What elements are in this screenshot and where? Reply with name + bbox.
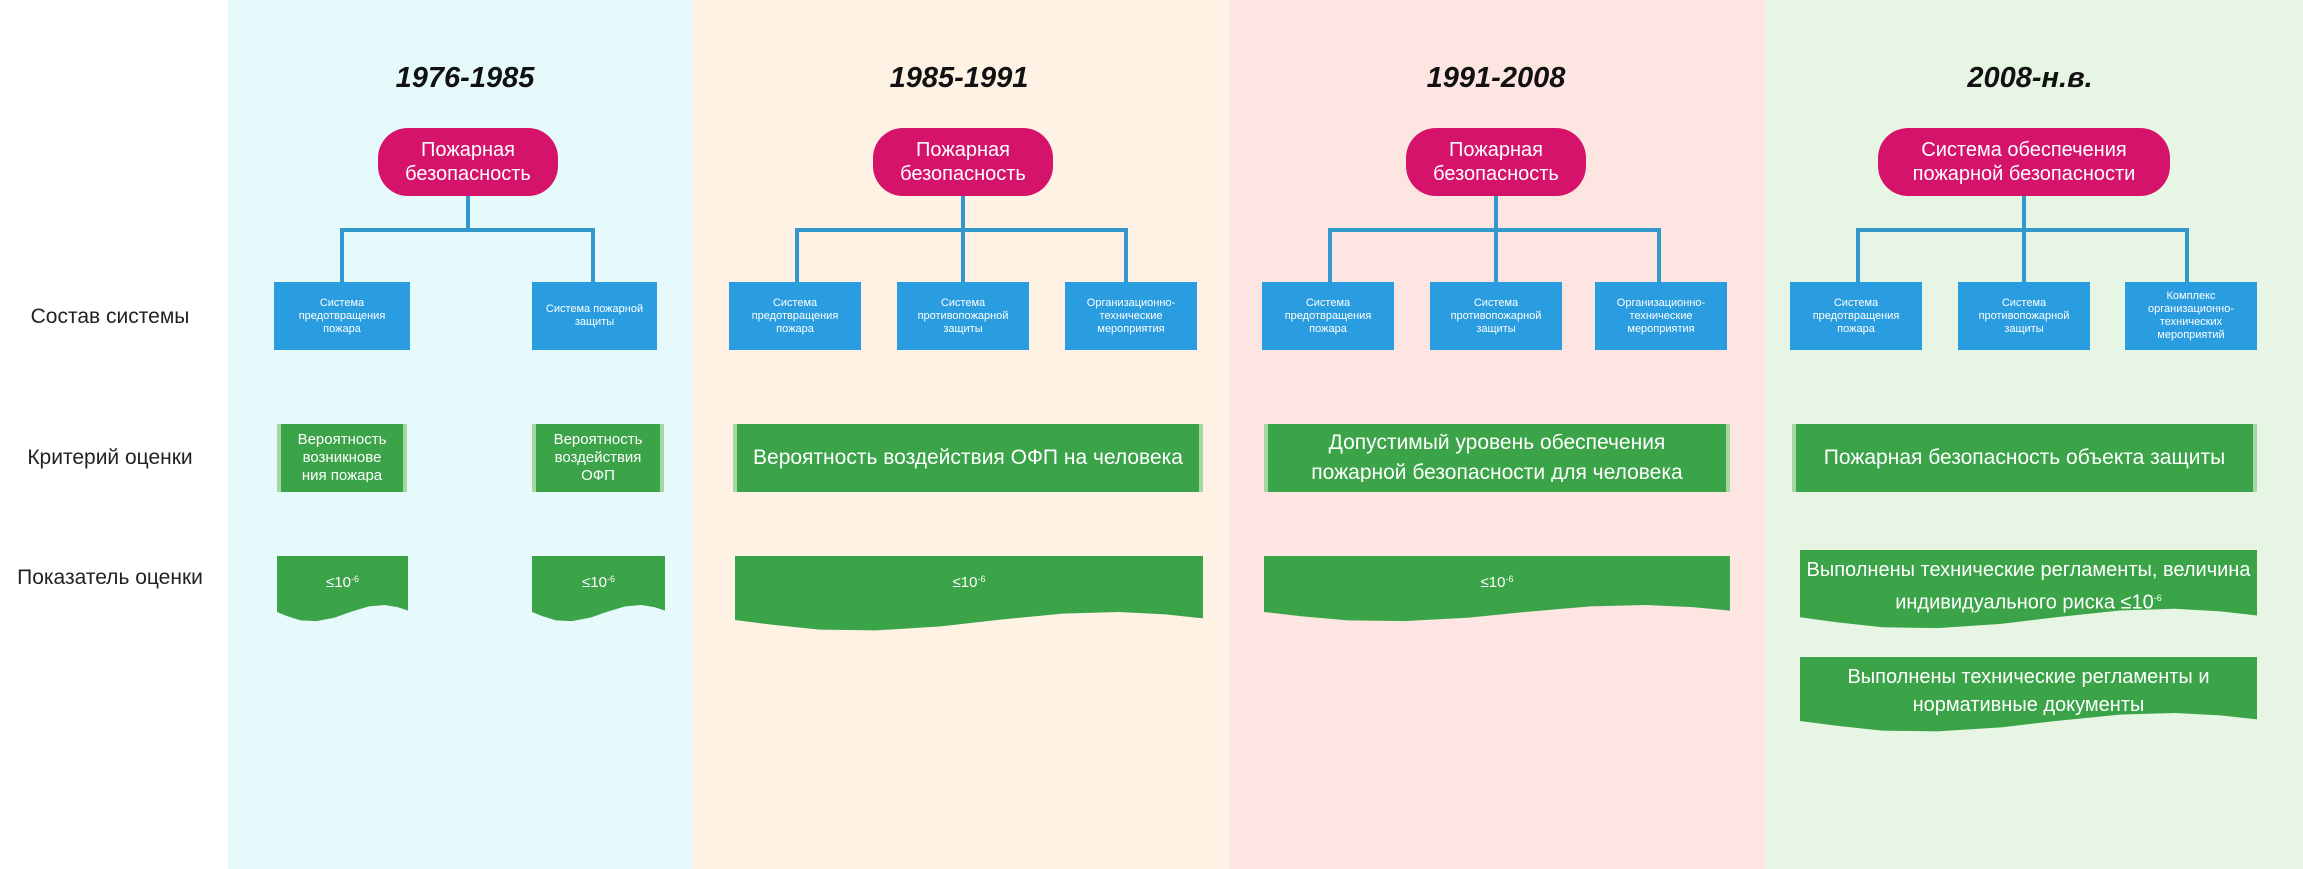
connector-line bbox=[1124, 228, 1128, 282]
indicator-exponent: -6 bbox=[2153, 593, 2162, 603]
indicator-exponent: -6 bbox=[1505, 574, 1514, 584]
indicator-text: ≤10 bbox=[326, 574, 351, 591]
connector-line bbox=[2022, 228, 2026, 282]
connector-line bbox=[1657, 228, 1661, 282]
row-label-composition: Состав системы bbox=[30, 305, 190, 328]
period-title: 1985-1991 bbox=[889, 62, 1029, 94]
criterion-box: Вероятность воздействия ОФП на человека bbox=[733, 424, 1203, 492]
criterion-box: Допустимый уровень обеспечения пожарной … bbox=[1264, 424, 1730, 492]
root-node: Пожарная безопасность bbox=[378, 128, 558, 196]
indicator-text: ≤10 bbox=[582, 574, 607, 591]
indicator-text: ≤10 bbox=[952, 574, 978, 591]
system-box: Система предотвращения пожара bbox=[729, 282, 861, 350]
system-box: Система предотвращения пожара bbox=[1262, 282, 1394, 350]
root-node: Пожарная безопасность bbox=[1406, 128, 1586, 196]
root-node: Система обеспечения пожарной безопасност… bbox=[1878, 128, 2170, 196]
connector-line bbox=[340, 228, 595, 232]
system-box: Система пожарной защиты bbox=[532, 282, 657, 350]
connector-line bbox=[961, 228, 965, 282]
indicator-exponent: -6 bbox=[350, 574, 359, 584]
connector-line bbox=[1328, 228, 1332, 282]
system-box: Система противопожарной защиты bbox=[897, 282, 1029, 350]
connector-line bbox=[2185, 228, 2189, 282]
system-box: Система противопожарной защиты bbox=[1430, 282, 1562, 350]
indicator-exponent: -6 bbox=[977, 574, 986, 584]
connector-line bbox=[1494, 228, 1498, 282]
indicator-text: ≤10 bbox=[1480, 574, 1506, 591]
indicator-text: Выполнены технические регламенты и норма… bbox=[1847, 666, 2210, 716]
connector-line bbox=[961, 196, 965, 230]
system-box: Система противопожарной защиты bbox=[1958, 282, 2090, 350]
connector-line bbox=[340, 228, 344, 282]
connector-line bbox=[795, 228, 799, 282]
row-label-indicator: Показатель оценки bbox=[17, 566, 203, 589]
root-node: Пожарная безопасность bbox=[873, 128, 1053, 196]
system-box: Комплекс организационно-технических меро… bbox=[2125, 282, 2257, 350]
connector-line bbox=[1494, 196, 1498, 230]
indicator-exponent: -6 bbox=[606, 574, 615, 584]
system-box: Организационно-технические мероприятия bbox=[1595, 282, 1727, 350]
system-box: Организационно-технические мероприятия bbox=[1065, 282, 1197, 350]
criterion-box: Пожарная безопасность объекта защиты bbox=[1792, 424, 2257, 492]
indicator-box: Выполнены технические регламенты и норма… bbox=[1800, 657, 2257, 732]
system-box: Система предотвращения пожара bbox=[1790, 282, 1922, 350]
criterion-box: Вероятность возникнове ния пожара bbox=[277, 424, 407, 492]
indicator-text: Выполнены технические регламенты, величи… bbox=[1806, 559, 2251, 614]
connector-line bbox=[1856, 228, 1860, 282]
criterion-box: Вероятность воздействия ОФП bbox=[532, 424, 664, 492]
system-box: Система предотвращения пожара bbox=[274, 282, 410, 350]
indicator-box: Выполнены технические регламенты, величи… bbox=[1800, 550, 2257, 629]
row-label-criterion: Критерий оценки bbox=[27, 446, 193, 469]
connector-line bbox=[2022, 196, 2026, 230]
connector-line bbox=[591, 228, 595, 282]
period-title: 1976-1985 bbox=[395, 62, 535, 94]
connector-line bbox=[466, 196, 470, 230]
period-title: 2008-н.в. bbox=[1967, 62, 2093, 94]
period-title: 1991-2008 bbox=[1426, 62, 1566, 94]
